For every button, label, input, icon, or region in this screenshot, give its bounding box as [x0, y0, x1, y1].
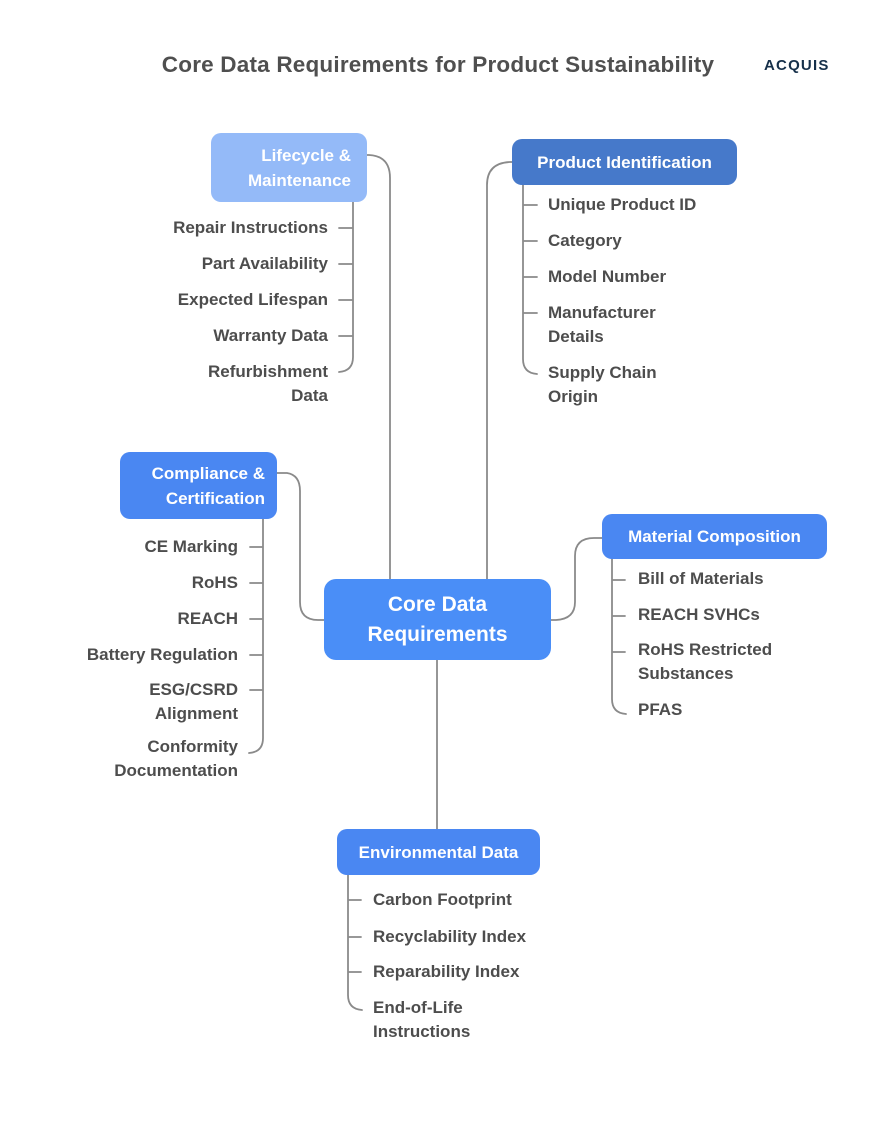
- compliance-item-ticks: [249, 546, 263, 691]
- leaf-supply-chain-origin: Supply Chain Origin: [548, 363, 657, 406]
- compliance-items-spine: [248, 518, 264, 754]
- leaf-pfas: PFAS: [638, 700, 683, 719]
- leaf-rohs-restricted-substances: RoHS Restricted Substances: [638, 640, 773, 683]
- leaf-warranty-data: Warranty Data: [213, 326, 328, 345]
- leaf-reparability-index: Reparability Index: [373, 962, 520, 981]
- leaf-conformity-documentation: Conformity Documentation: [114, 737, 238, 780]
- material-item-ticks: [612, 579, 626, 653]
- page-title: Core Data Requirements for Product Susta…: [161, 52, 715, 77]
- leaf-recyclability-index: Recyclability Index: [373, 927, 527, 946]
- leaf-unique-product-id: Unique Product ID: [548, 195, 697, 214]
- node-product-identification: Product Identification: [512, 139, 737, 185]
- product-items-spine: [522, 184, 538, 375]
- leaf-repair-instructions: Repair Instructions: [173, 218, 328, 237]
- leaf-battery-regulation: Battery Regulation: [86, 645, 238, 664]
- link-material-to-center: [550, 537, 603, 621]
- node-compliance-certification: Compliance & Certification: [120, 452, 277, 519]
- link-product-to-center: [486, 161, 513, 580]
- leaf-ce-marking: CE Marking: [144, 537, 238, 556]
- leaf-category: Category: [548, 231, 622, 250]
- material-items-spine: [611, 558, 627, 715]
- leaf-model-number: Model Number: [548, 267, 667, 286]
- acquis-logo: ACQUIS: [764, 57, 830, 74]
- product-item-ticks: [523, 204, 538, 314]
- leaf-manufacturer-details: Manufacturer Details: [548, 303, 656, 346]
- leaf-refurbishment-data: Refurbishment Data: [208, 362, 328, 405]
- leaf-reach: REACH: [177, 609, 238, 628]
- leaf-part-availability: Part Availability: [201, 254, 328, 273]
- leaf-reach-svhcs: REACH SVHCs: [638, 605, 760, 624]
- environment-items-spine: [347, 874, 363, 1011]
- node-environmental-data: Environmental Data: [337, 829, 540, 875]
- leaf-expected-lifespan: Expected Lifespan: [177, 290, 328, 309]
- node-material-composition: Material Composition: [602, 514, 827, 559]
- environment-item-ticks: [348, 899, 362, 973]
- lifecycle-item-ticks: [338, 227, 353, 337]
- leaf-esg-csrd-alignment: ESG/CSRD Alignment: [149, 680, 238, 723]
- leaf-carbon-footprint: Carbon Footprint: [373, 890, 512, 909]
- lifecycle-items-spine: [338, 201, 354, 373]
- node-lifecycle-maintenance: Lifecycle & Maintenance: [211, 133, 367, 202]
- node-core-data-requirements: Core Data Requirements: [324, 579, 551, 660]
- leaf-rohs: RoHS: [191, 573, 238, 592]
- link-compliance-to-center: [276, 472, 325, 621]
- leaf-bill-of-materials: Bill of Materials: [638, 569, 764, 588]
- link-lifecycle-to-center: [366, 154, 391, 580]
- leaf-end-of-life-instructions: End-of-Life Instructions: [373, 998, 471, 1041]
